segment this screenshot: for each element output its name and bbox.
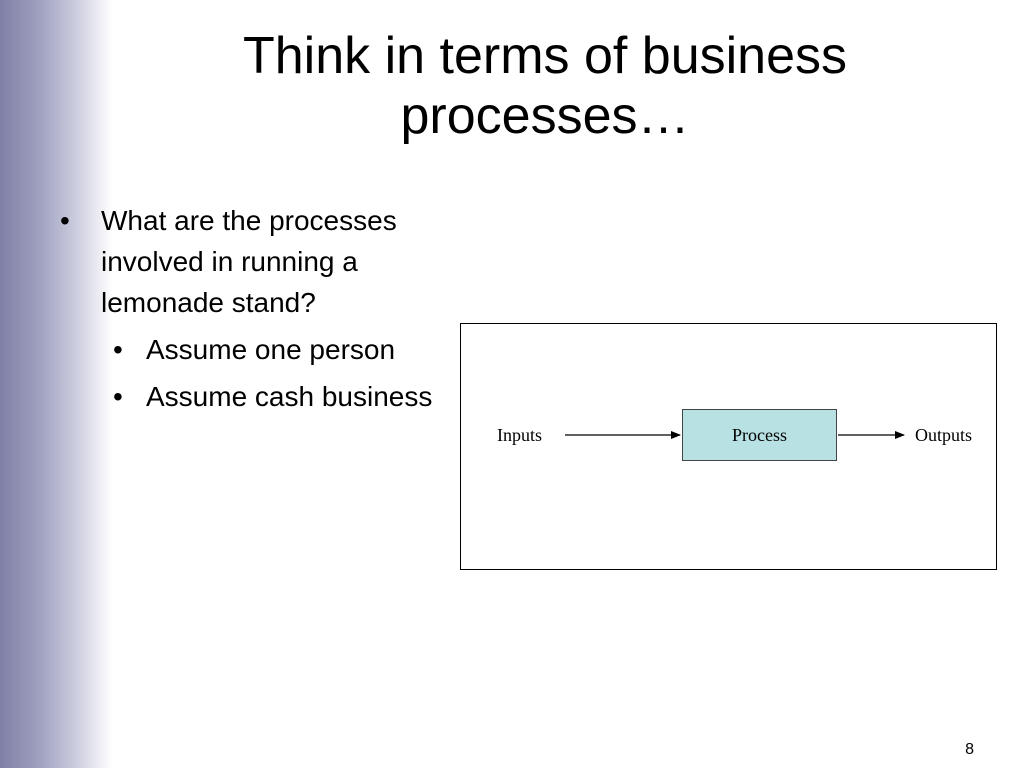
slide-title: Think in terms of business processes…	[242, 27, 848, 145]
sub-bullet-dot: •	[113, 381, 123, 412]
sub-bullet-text: Assume cash business	[146, 381, 433, 412]
sub-bullet-text: Assume one person	[146, 334, 396, 365]
sub-bullet-list: • Assume one person • Assume cash busine…	[60, 329, 470, 417]
process-box: Process	[682, 409, 837, 461]
inputs-label: Inputs	[497, 425, 542, 445]
diagram-arrows	[565, 431, 905, 439]
side-gradient-bar	[0, 0, 112, 768]
main-bullet-text: What are the processes involved in runni…	[101, 205, 397, 318]
process-label: Process	[732, 424, 787, 445]
main-bullet: • What are the processes involved in run…	[60, 200, 470, 323]
sub-bullet-one-person: • Assume one person	[113, 329, 470, 370]
bullet-list: • What are the processes involved in run…	[60, 200, 470, 423]
sub-bullet-dot: •	[113, 334, 123, 365]
process-diagram: Inputs Process Outputs	[460, 323, 997, 570]
sub-bullet-cash-business: • Assume cash business	[113, 376, 470, 417]
outputs-label: Outputs	[915, 425, 973, 445]
page-number: 8	[965, 741, 974, 758]
bullet-dot: •	[60, 205, 70, 236]
